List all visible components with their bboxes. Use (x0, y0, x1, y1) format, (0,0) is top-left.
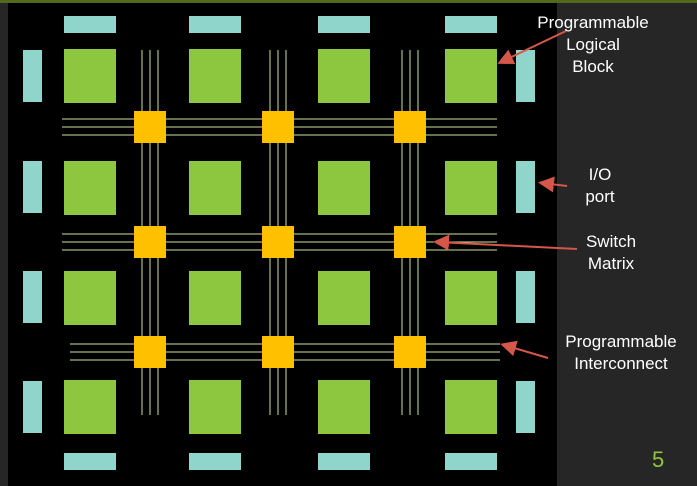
label-line: port (585, 187, 615, 206)
io-port-right (516, 381, 535, 433)
switch-matrix (394, 226, 426, 258)
logic-block (445, 380, 497, 434)
label-programmable-interconnect: Programmable Interconnect (551, 331, 691, 375)
io-port-bottom (64, 453, 116, 470)
label-line: Programmable (537, 13, 649, 32)
switch-matrix (262, 226, 294, 258)
label-line: Interconnect (574, 354, 668, 373)
logic-block (318, 380, 370, 434)
top-border (0, 0, 697, 3)
logic-block (64, 49, 116, 103)
io-port-left (23, 381, 42, 433)
io-port-left (23, 271, 42, 323)
io-port-bottom (445, 453, 497, 470)
label-io-port: I/O port (570, 164, 630, 208)
logic-block (318, 49, 370, 103)
logic-block (318, 161, 370, 215)
logic-block (189, 49, 241, 103)
logic-block (318, 271, 370, 325)
io-port-right (516, 50, 535, 102)
io-port-left (23, 50, 42, 102)
label-line: Matrix (587, 254, 635, 273)
logic-block (445, 161, 497, 215)
logic-block (189, 271, 241, 325)
io-port-bottom (318, 453, 370, 470)
io-port-top (189, 16, 241, 33)
switch-matrix (262, 111, 294, 143)
slide-number: 5 (652, 447, 665, 472)
label-line: Programmable (565, 332, 677, 351)
switch-matrix (262, 336, 294, 368)
label-line: Switch (585, 232, 637, 251)
io-port-right (516, 161, 535, 213)
switch-matrix (394, 111, 426, 143)
io-port-right (516, 271, 535, 323)
switch-matrix (134, 111, 166, 143)
label-line: Block (572, 57, 614, 76)
logic-block (64, 380, 116, 434)
logic-block (445, 49, 497, 103)
io-port-top (445, 16, 497, 33)
logic-block (445, 271, 497, 325)
logic-block (64, 161, 116, 215)
label-line: I/O (588, 165, 612, 184)
switch-matrix (134, 226, 166, 258)
switch-matrix (394, 336, 426, 368)
label-line: Logical (566, 35, 620, 54)
io-port-left (23, 161, 42, 213)
logic-block (64, 271, 116, 325)
label-switch-matrix: Switch Matrix (566, 231, 656, 275)
logic-block (189, 161, 241, 215)
label-programmable-logical-block: Programmable Logical Block (528, 12, 658, 78)
arrow-to-interconnect (500, 340, 549, 359)
io-port-bottom (189, 453, 241, 470)
io-port-top (318, 16, 370, 33)
io-port-top (64, 16, 116, 33)
arrow-to-switch-matrix (433, 234, 578, 251)
arrow-to-io-port (538, 176, 568, 193)
logic-block (189, 380, 241, 434)
arrow-to-logic-block (497, 30, 567, 65)
switch-matrix (134, 336, 166, 368)
